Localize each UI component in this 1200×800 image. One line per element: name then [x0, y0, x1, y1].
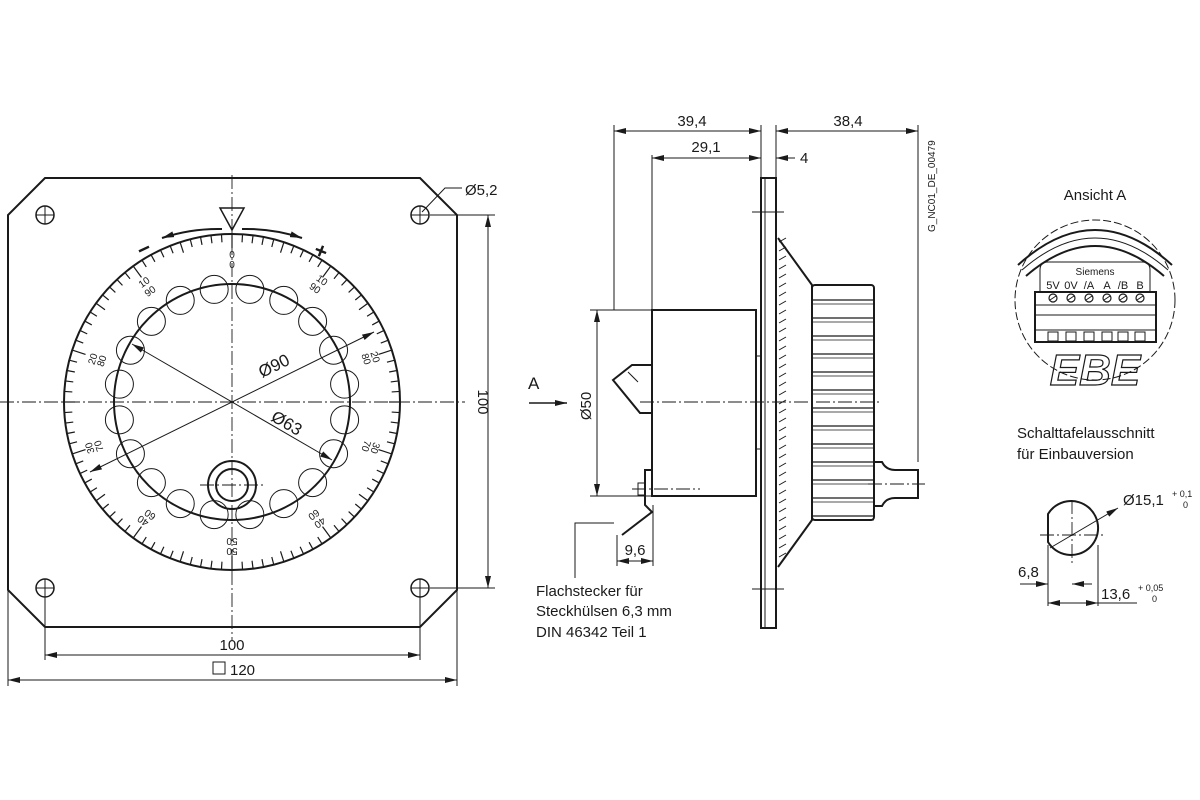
dim-body-diameter: Ø50 [578, 392, 595, 420]
pointer-icon [218, 207, 246, 232]
dim-connector-width: 9,6 [625, 542, 646, 559]
cutout-title-2: für Einbauversion [1017, 446, 1134, 463]
square-symbol-icon [212, 661, 226, 675]
svg-text:0: 0 [229, 250, 235, 261]
cutout-flat-tol-lower: 0 [1152, 594, 1157, 604]
plus-sign: + [310, 237, 331, 265]
outer-diameter-label: Ø90 [255, 350, 292, 381]
dial-ticks [64, 234, 400, 570]
svg-text:0V: 0V [1064, 280, 1078, 292]
svg-text:5V: 5V [1046, 280, 1060, 292]
cutout-half-width: 6,8 [1018, 564, 1039, 581]
mounting-hole-icon [35, 578, 55, 598]
scale-labels: 0 0 10 90 20 80 30 70 40 60 50 50 40 60 … [84, 250, 382, 556]
mounting-hole-icon [410, 205, 430, 225]
svg-text:50: 50 [226, 535, 238, 546]
svg-text:B: B [1136, 280, 1143, 292]
cutout-diameter: Ø15,1 [1123, 492, 1164, 509]
svg-text:80: 80 [358, 352, 372, 366]
cutout-title-1: Schalttafelausschnitt [1017, 425, 1155, 442]
panel-cutout-detail: Schalttafelausschnitt für Einbauversion … [1017, 425, 1192, 606]
svg-text:A: A [1103, 280, 1111, 292]
terminal-labels: 5V 0V /A A /B B [1046, 280, 1143, 292]
terminal-screw-icons [1047, 293, 1146, 342]
svg-text:/B: /B [1118, 280, 1128, 292]
dim-plate-thickness: 4 [800, 150, 808, 167]
view-a-detail: Ansicht A Siemens 5V 0V /A A /B B EBE [1014, 187, 1176, 396]
front-view: Ø5,2 − + 0 0 10 90 20 80 30 70 40 60 [0, 175, 498, 686]
cutout-flat-width: 13,6 [1101, 586, 1130, 603]
connector-note-line-2: Steckhülsen 6,3 mm [536, 603, 672, 620]
svg-text:70: 70 [93, 438, 107, 452]
dim-body-length: 29,1 [691, 139, 720, 156]
drawing-id: G_NC01_DE_00479 [927, 140, 938, 232]
svg-text:70: 70 [358, 439, 372, 453]
vertical-spacing-label: 100 [474, 389, 491, 414]
plate-size-label: 120 [230, 662, 255, 679]
svg-text:50: 50 [226, 545, 238, 556]
brand-label: Siemens [1076, 267, 1115, 278]
mounting-hole-icon [410, 578, 430, 598]
view-a-title: Ansicht A [1064, 187, 1127, 204]
svg-text:80: 80 [96, 354, 110, 368]
knob-diameter-label: Ø63 [268, 407, 305, 440]
connector-note-line-1: Flachstecker für [536, 583, 643, 600]
cutout-diameter-tol-lower: 0 [1183, 500, 1188, 510]
mounting-hole-icon [35, 205, 55, 225]
cutout-flat-tol-upper: + 0,05 [1138, 583, 1163, 593]
connector-note-line-3: DIN 46342 Teil 1 [536, 624, 647, 641]
minus-sign: − [133, 235, 155, 263]
dim-rear-total: 39,4 [677, 113, 706, 130]
side-view: 39,4 29,1 4 38,4 G_NC01_DE_00479 [528, 113, 938, 641]
cutout-diameter-tol-upper: + 0,1 [1172, 489, 1192, 499]
svg-text:/A: /A [1084, 280, 1095, 292]
terminal-block [1034, 291, 1157, 343]
dim-front-length: 38,4 [833, 113, 862, 130]
svg-text:0: 0 [229, 260, 235, 271]
hole-diameter-label: Ø5,2 [465, 182, 498, 199]
logo-ebe: EBE [1050, 346, 1142, 395]
view-marker-a: A [528, 374, 540, 393]
hole-spacing-label: 100 [219, 637, 244, 654]
